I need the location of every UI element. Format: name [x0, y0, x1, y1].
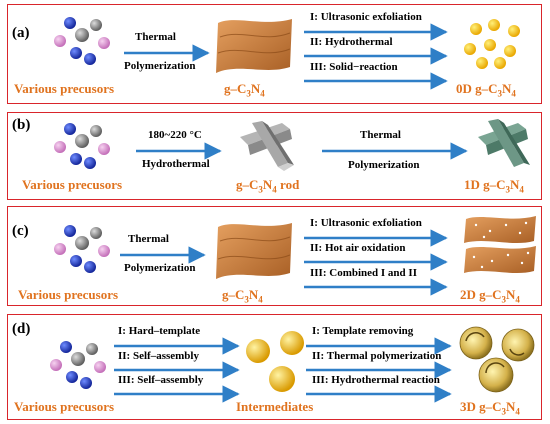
- quantum-dots-icon: [464, 19, 520, 69]
- process-label-bottom: Hydrothermal: [142, 158, 210, 170]
- precursor-label: Various precusors: [14, 399, 115, 414]
- product-label: 3D g–C3N4: [460, 399, 520, 417]
- arrow: [306, 337, 452, 355]
- panel-2d: (c) Various precusors Thermal Polymeriza…: [7, 206, 542, 306]
- rod-icon: [240, 121, 294, 171]
- precursor-label: Various precusors: [14, 81, 115, 96]
- arrow: [304, 23, 448, 41]
- precursor-molecules-icon: [54, 123, 110, 169]
- sheet-icon: [216, 223, 292, 279]
- precursor-label: Various precusors: [18, 287, 119, 302]
- route-label-3: III: Self–assembly: [118, 374, 204, 386]
- arrow: [304, 278, 448, 296]
- step-label-3: III: Solid−reaction: [310, 61, 398, 73]
- intermediate-spheres-icon: [246, 331, 304, 392]
- step-label-2: II: Thermal polymerization: [312, 350, 442, 362]
- process-label-top: Thermal: [128, 233, 169, 245]
- step-label-3: III: Combined I and II: [310, 267, 417, 279]
- panel-label: (c): [12, 223, 29, 239]
- arrow: [304, 253, 448, 271]
- product-label: 1D g–C3N4: [464, 177, 524, 195]
- step-label-1: I: Ultrasonic exfoliation: [310, 11, 422, 23]
- precursor-molecules-icon: [54, 17, 110, 65]
- intermediate-label: Intermediates: [236, 399, 314, 414]
- product-label: 2D g–C3N4: [460, 287, 520, 305]
- precursor-molecules-icon: [50, 341, 106, 389]
- arrow: [304, 47, 448, 65]
- intermediate-label: g–C3N4 rod: [236, 177, 300, 195]
- panel-0d: (a) Various precusors Thermal Polymeriza…: [7, 4, 542, 104]
- arrow: [114, 361, 240, 379]
- rod-green-icon: [478, 119, 530, 167]
- arrow: [306, 385, 452, 403]
- arrow: [114, 337, 240, 355]
- sheet-icon: [216, 19, 292, 73]
- arrow: [304, 72, 448, 90]
- arrow: [114, 385, 240, 403]
- panel-1d: (b) Various precusors 180~220 °C Hydroth…: [7, 112, 542, 200]
- step-label-1: I: Template removing: [312, 325, 414, 337]
- arrow: [136, 142, 222, 160]
- route-label-2: II: Self–assembly: [118, 350, 199, 362]
- product-label: 0D g–C3N4: [456, 81, 516, 99]
- process-label-top: Thermal: [135, 31, 176, 43]
- intermediate-label: g–C3N4: [224, 81, 265, 99]
- panel-3d: (d) Various precusors I: Hard–template I…: [7, 314, 542, 420]
- step-label-1: I: Ultrasonic exfoliation: [310, 217, 422, 229]
- step-label-bottom: Polymerization: [348, 159, 420, 171]
- arrow: [322, 142, 468, 160]
- hollow-spheres-icon: [459, 326, 535, 393]
- porous-sheet-icon: [464, 216, 536, 273]
- precursor-molecules-icon: [54, 225, 110, 273]
- arrow: [124, 44, 210, 62]
- panel-label: (a): [12, 25, 30, 41]
- arrow: [120, 246, 206, 264]
- process-label-bottom: Polymerization: [124, 262, 196, 274]
- process-label-bottom: Polymerization: [124, 60, 196, 72]
- panel-label: (d): [12, 321, 31, 337]
- arrow: [306, 361, 452, 379]
- process-label-top: 180~220 °C: [148, 129, 202, 141]
- precursor-label: Various precusors: [22, 177, 123, 192]
- intermediate-label: g–C3N4: [222, 287, 263, 305]
- arrow: [304, 229, 448, 247]
- route-label-1: I: Hard–template: [118, 325, 201, 337]
- step-label-top: Thermal: [360, 129, 401, 141]
- step-label-2: II: Hot air oxidation: [310, 242, 406, 254]
- step-label-3: III: Hydrothermal reaction: [312, 374, 440, 386]
- panel-label: (b): [12, 117, 31, 133]
- step-label-2: II: Hydrothermal: [310, 36, 393, 48]
